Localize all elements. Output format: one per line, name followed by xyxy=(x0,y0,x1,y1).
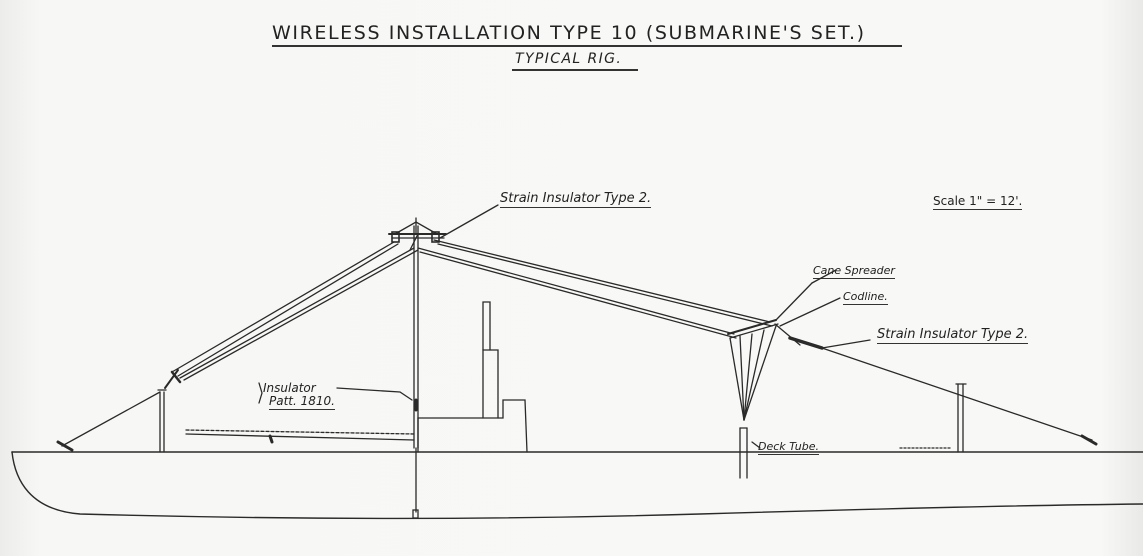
scale-note: Scale 1" = 12'. xyxy=(933,194,1023,210)
spreader-leader xyxy=(811,269,837,284)
submarine-hull xyxy=(11,451,1143,520)
diagram-subtitle: TYPICAL RIG. xyxy=(515,51,623,67)
aft-aerial xyxy=(409,233,773,339)
lead-down-fan xyxy=(729,325,777,421)
cane-spreader xyxy=(727,282,841,350)
insulator-leader xyxy=(258,382,413,404)
label-cane-spreader: Cane Spreader xyxy=(813,264,895,279)
label-insulator: Insulator xyxy=(263,381,316,395)
masthead-yard xyxy=(388,204,499,243)
diagram-title: WIRELESS INSTALLATION TYPE 10 (SUBMARINE… xyxy=(272,22,866,44)
label-codline: Codline. xyxy=(843,290,888,305)
deck-tube xyxy=(739,427,761,479)
label-deck-tube: Deck Tube. xyxy=(758,440,819,455)
label-strain-insulator-upper: Strain Insulator Type 2. xyxy=(500,191,652,208)
label-strain-insulator-right: Strain Insulator Type 2. xyxy=(877,327,1029,344)
aft-stanchion xyxy=(899,383,967,453)
forward-aerial xyxy=(164,241,419,389)
title-underline xyxy=(272,45,902,47)
main-mast xyxy=(412,225,419,519)
stay-right xyxy=(821,339,1098,446)
forward-deck-rail xyxy=(185,429,415,444)
subtitle-underline xyxy=(512,69,638,71)
conning-tower xyxy=(417,301,528,453)
forward-stanchion xyxy=(56,389,167,453)
label-insulator-pattern: Patt. 1810. xyxy=(269,394,335,410)
